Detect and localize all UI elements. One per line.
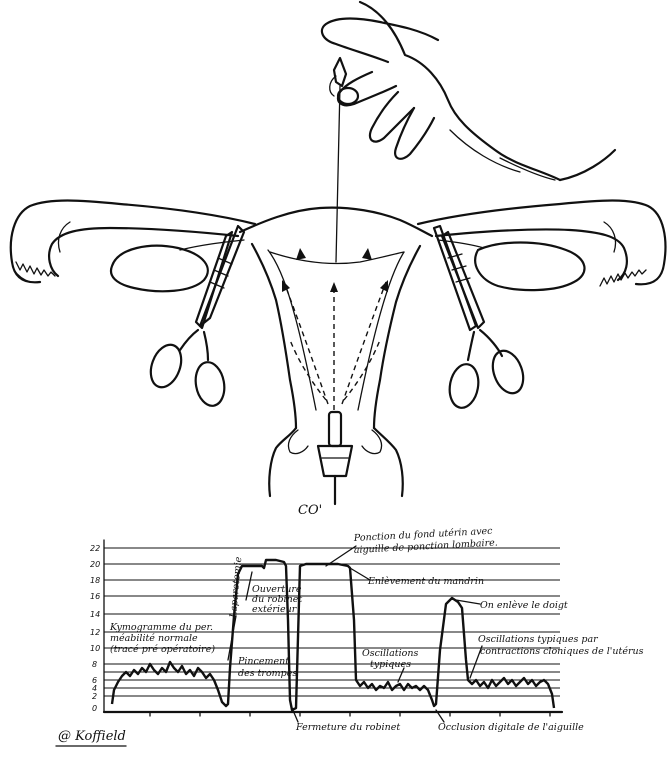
annotation-finger: On enlève le doigt — [480, 600, 568, 611]
uterus-illustration: CO' — [11, 201, 666, 519]
annotation-typical-line2: contractions cloniques de l'utérus — [480, 646, 644, 657]
y-tick-labels: 22 20 18 16 14 12 10 8 6 4 2 0 — [90, 544, 100, 713]
signature-text: @ Koffield — [58, 729, 126, 744]
puncture-needle — [336, 86, 340, 262]
hand-illustration — [322, 2, 615, 180]
annotation-kymo-line3: (tracé pré opératoire) — [110, 644, 215, 655]
annotation-mandrin: Enlèvement du mandrin — [367, 576, 484, 587]
y-tick-22: 22 — [90, 544, 100, 553]
y-tick-10: 10 — [90, 644, 100, 653]
y-tick-18: 18 — [90, 576, 100, 585]
annotation-pinch-line2: des trompes — [238, 668, 297, 679]
annotation-kymo-line1: Kymogramme du per. — [109, 622, 213, 633]
annotation-osc-line2: typiques — [370, 659, 411, 670]
annotation-kymo-line2: méabilité normale — [110, 633, 198, 644]
y-tick-0: 0 — [92, 704, 97, 713]
annotation-laparotomy: Laparotomie — [228, 556, 244, 619]
y-tick-2: 2 — [92, 692, 97, 701]
annotation-pinch-line1: Pincement — [237, 656, 289, 667]
y-tick-20: 20 — [90, 560, 100, 569]
kymogram-chart: 22 20 18 16 14 12 10 8 6 4 2 0 — [90, 526, 644, 733]
co2-label: CO' — [298, 503, 322, 518]
annotation-occlusion: Occlusion digitale de l'aiguille — [438, 722, 584, 733]
signature: @ Koffield — [56, 729, 126, 746]
annotation-valve-line3: extérieur — [252, 604, 298, 615]
y-tick-16: 16 — [90, 592, 100, 601]
right-forceps — [434, 226, 529, 410]
annotation-osc-line1: Oscillations — [362, 648, 418, 659]
annotation-closure: Fermeture du robinet — [295, 722, 400, 733]
y-tick-12: 12 — [90, 628, 100, 637]
annotation-typical-line1: Oscillations typiques par — [478, 634, 599, 645]
y-tick-8: 8 — [92, 660, 97, 669]
y-tick-14: 14 — [90, 610, 100, 619]
